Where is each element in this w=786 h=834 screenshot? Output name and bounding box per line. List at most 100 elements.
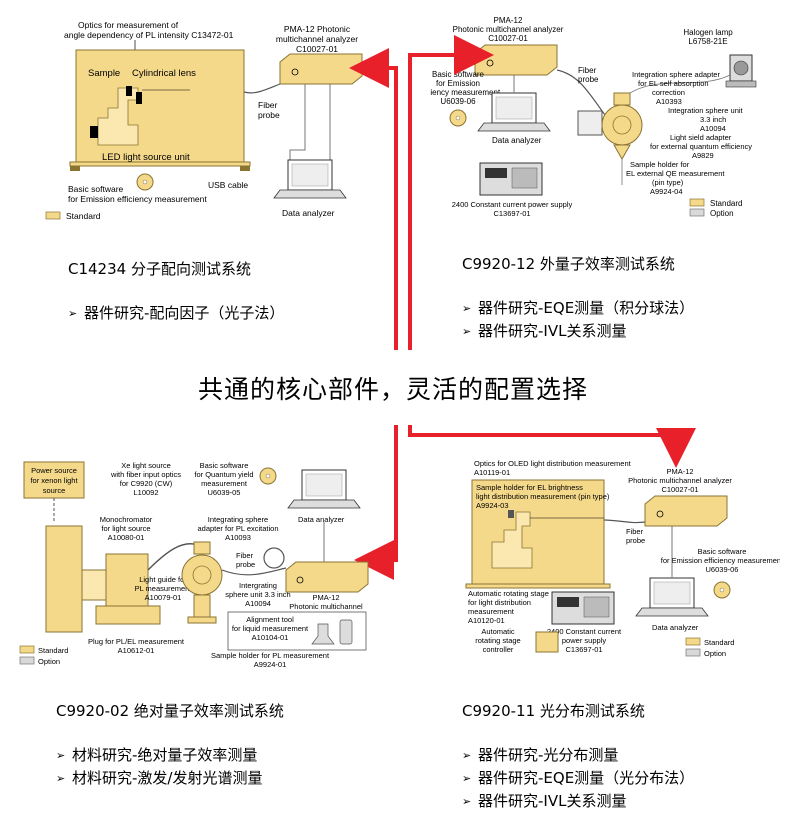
bullet-item: ➢器件研究-IVL关系测量 [462,322,627,340]
label-ars-2: for light distribution [468,598,531,607]
label-sh-2: EL external QE measurement [626,169,725,178]
bullet-item: ➢材料研究-绝对量子效率测量 [56,746,258,764]
stage-controller-icon [535,631,559,653]
legend-standard: Standard [704,638,734,647]
label-data-analyzer: Data analyzer [652,623,699,632]
label-at-1: Alignment tool [246,615,294,624]
label-ars-1: Automatic rotating stage [468,589,549,598]
label-xe-3: for C9920 (CW) [120,479,173,488]
legend-option: Option [704,649,726,658]
label-sh-3: A9924-03 [476,501,509,510]
system-title-c9920-11: C9920-11 光分布测试系统 [462,702,645,720]
bullet-item: ➢材料研究-激发/发射光谱测量 [56,769,263,787]
bullet-arrow-icon: ➢ [56,772,66,785]
label-fiber-2: probe [236,560,255,569]
label-pma-1: PMA-12 [666,467,693,476]
label-ars-4: A10120-01 [468,616,505,625]
bullet-arrow-icon: ➢ [462,772,472,785]
legend-standard: Standard [66,211,101,221]
label-sh-4: A9924-04 [650,187,683,196]
label-software-2: for Emission efficiency measurement [68,194,207,204]
light-shield-icon [577,110,603,136]
bullet-item: ➢器件研究-配向因子（光子法） [68,304,285,322]
label-sh-1: Sample holder for [630,160,690,169]
xenon-power-source-icon [23,461,85,499]
label-oo-1: Optics for OLED light distribution measu… [474,459,632,468]
label-xe-4: L10092 [133,488,158,497]
diagram-molecular-orientation: Optics for measurement of angle dependen… [45,20,363,221]
label-power-supply-3: C13697-01 [565,645,602,654]
diagram-absolute-qe: Power source for xenon light source Xe l… [19,461,369,669]
bullet-item: ➢器件研究-光分布测量 [462,746,619,764]
label-power-supply-2: C13697-01 [493,209,530,218]
label-mono-1: Monochromator [100,515,153,524]
label-isa-1: Integrating sphere [208,515,268,524]
label-fiber-1: Fiber [258,100,278,110]
label-fiber-2: probe [578,75,599,84]
bullet-item: ➢器件研究-EQE测量（积分球法） [462,299,695,317]
label-data-analyzer: Data analyzer [282,208,335,218]
label-software-1: Basic software [68,184,124,194]
label-isa-3: correction [652,88,685,97]
label-isa-2: adapter for PL excitation [197,524,278,533]
label-isa-3: A10093 [225,533,251,542]
label-software-1: Basic software [200,461,249,470]
label-arc-2: rotating stage [475,636,520,645]
label-pma-2: Photonic multichannel analyzer [453,25,564,34]
label-software-4: U6039-06 [440,97,476,106]
label-plug-2: A10612-01 [118,646,155,655]
label-isa-4: A10393 [656,97,682,106]
label-at-3: A10104-01 [252,633,289,642]
label-sample: Sample [88,68,120,79]
label-sh-1: Sample holder for PL measurement [211,651,330,660]
label-software-4: U6039-05 [208,488,241,497]
label-isu-2: sphere unit 3.3 inch [225,590,290,599]
label-fiber-2: probe [258,110,280,120]
label-optics-2: angle dependency of PL intensity C13472-… [64,30,234,40]
label-software-2: for Emission [436,79,480,88]
label-at-2: for liquid measurement [232,624,309,633]
label-software-3: U6039-06 [706,565,739,574]
label-usb: USB cable [208,180,248,190]
bullet-arrow-icon: ➢ [56,749,66,762]
label-software-1: Basic software [698,547,747,556]
bullet-item: ➢器件研究-EQE测量（光分布法） [462,769,695,787]
label-pma-2: Photonic multichannel [289,602,363,611]
pma-device [644,495,728,527]
rotating-stage-icon [491,511,533,569]
label-fiber-2: probe [626,536,645,545]
label-halogen-2: L6758-21E [688,37,727,46]
legend-option: Option [710,209,734,218]
label-data-analyzer: Data analyzer [298,515,345,524]
label-isu-2: 3.3 inch [700,115,726,124]
label-software-2: for Quantum yield [194,470,253,479]
label-fiber-1: Fiber [578,66,597,75]
label-sh-2: A9924-01 [254,660,287,669]
label-lens: Cylindrical lens [132,68,196,79]
label-power-supply-1: 2400 Constant current [547,627,622,636]
system-title-c9920-02: C9920-02 绝对量子效率测试系统 [56,702,284,720]
label-lsa-1: Light sield adapter [670,133,732,142]
bullet-arrow-icon: ➢ [462,325,472,338]
label-sh-1: Sample holder for EL brightness [476,483,583,492]
diagram-external-qe: PMA-12 Photonic multichannel analyzer C1… [430,16,757,218]
integrating-sphere-icon [181,554,223,596]
label-lg-3: A10079-01 [145,593,182,602]
label-xe-2: with fiber input optics [110,470,181,479]
label-software-2: for Emission efficiency measurement [661,556,780,565]
diagram-light-distribution: Optics for OLED light distribution measu… [465,459,780,658]
label-isa-1: Integration sphere adapter [632,70,720,79]
label-pma-1: PMA-12 Photonic [284,24,351,34]
label-isu-3: A10094 [700,124,726,133]
label-lg-2: PL measurement [135,584,193,593]
label-fiber-1: Fiber [626,527,644,536]
label-mono-2: for light source [101,524,150,533]
label-mono-3: A10080-01 [108,533,145,542]
bullet-item: ➢器件研究-IVL关系测量 [462,792,627,810]
xe-light-source-icon [45,525,83,633]
label-data-analyzer: Data analyzer [492,136,542,145]
label-pma-3: C10027-01 [296,44,338,54]
system-title-c9920-12: C9920-12 外量子效率测试系统 [462,255,675,273]
legend-standard: Standard [38,646,68,655]
label-software-3: measurement [201,479,248,488]
